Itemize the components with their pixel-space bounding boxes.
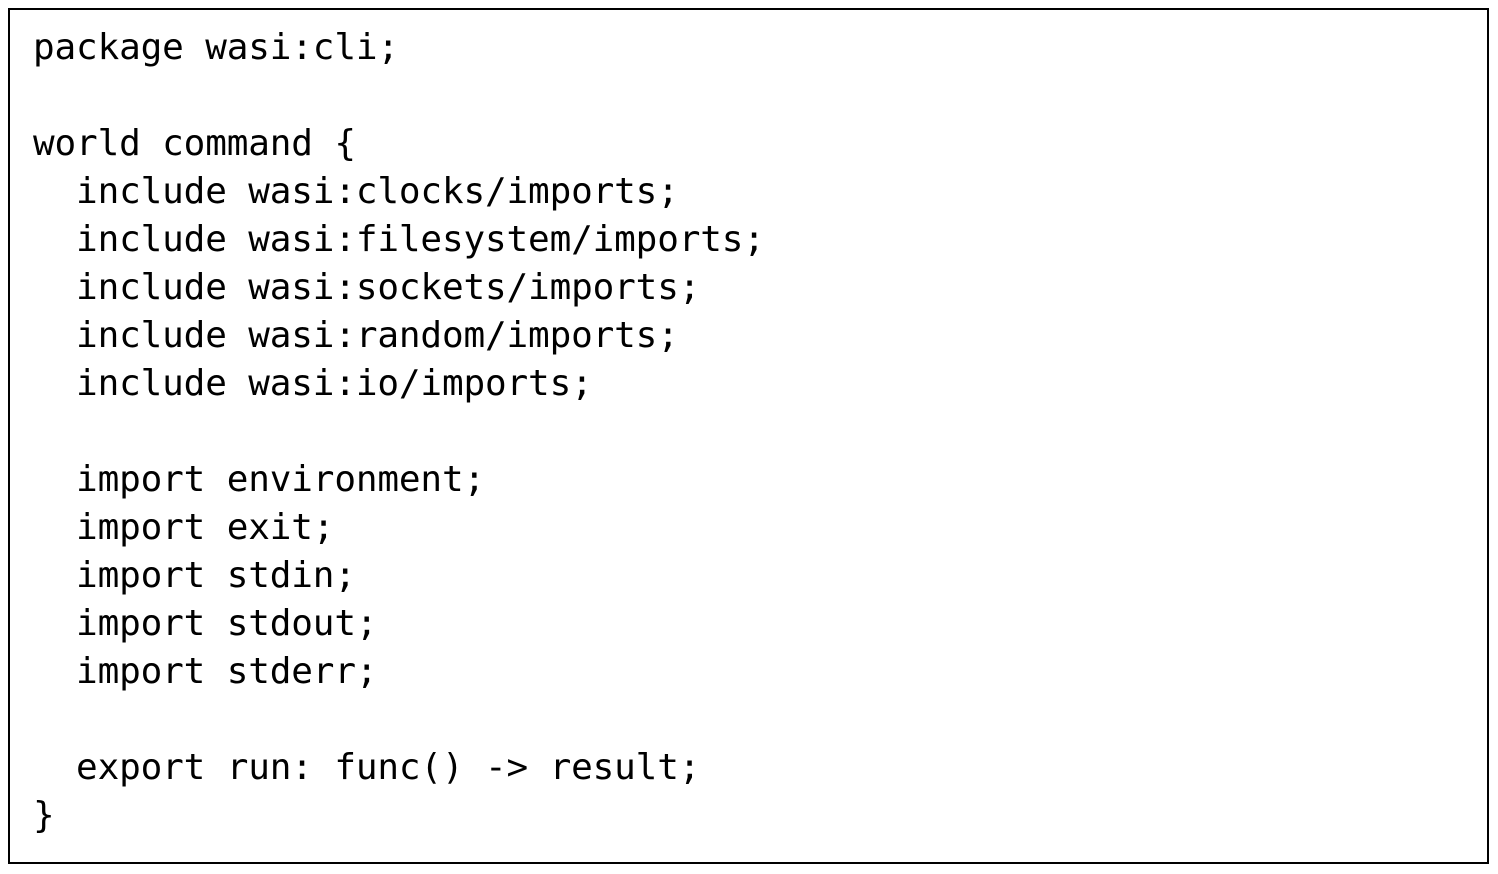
code-line: export run: func() -> result; (33, 747, 701, 788)
code-listing-frame: package wasi:cli; world command { includ… (8, 8, 1489, 864)
code-line: package wasi:cli; (33, 27, 399, 68)
code-line (33, 72, 765, 120)
code-line: import stdout; (33, 603, 378, 644)
code-line: include wasi:sockets/imports; (33, 267, 701, 308)
code-line (33, 696, 765, 744)
code-line: import stderr; (33, 651, 378, 692)
code-line: } (33, 795, 55, 836)
code-line: import environment; (33, 459, 486, 500)
code-line: include wasi:io/imports; (33, 363, 593, 404)
code-line (33, 408, 765, 456)
code-line: world command { (33, 123, 356, 164)
code-line: include wasi:random/imports; (33, 315, 679, 356)
code-block: package wasi:cli; world command { includ… (33, 24, 765, 840)
code-line: include wasi:clocks/imports; (33, 171, 679, 212)
code-line: include wasi:filesystem/imports; (33, 219, 765, 260)
code-line: import exit; (33, 507, 335, 548)
code-line: import stdin; (33, 555, 356, 596)
